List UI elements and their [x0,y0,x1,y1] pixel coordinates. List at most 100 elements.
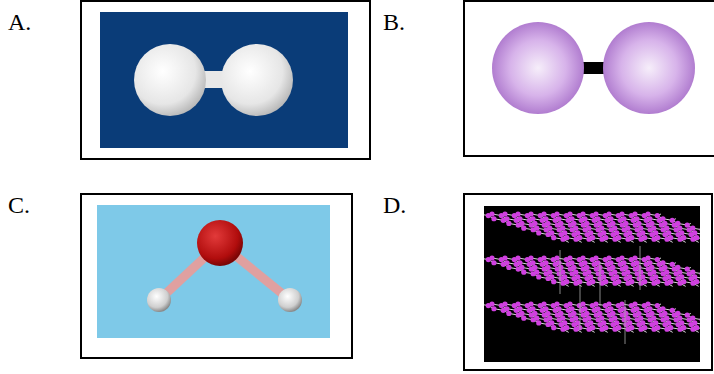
carbon-atom [558,221,563,226]
carbon-atom [593,301,598,306]
carbon-atom [651,226,656,231]
carbon-atom [551,325,556,330]
carbon-atom [534,270,539,275]
carbon-atom [653,230,658,235]
carbon-atom [556,306,561,311]
carbon-atom [595,306,600,311]
carbon-atom [536,230,541,235]
carbon-atom [700,227,701,232]
carbon-atom [668,279,673,284]
carbon-atom [541,301,546,306]
carbon-atom [634,260,639,265]
carbon-atom [651,270,656,275]
carbon-atom [543,216,548,221]
carbon-atom [601,274,606,279]
carbon-atom [577,235,582,240]
carbon-atom [640,274,645,279]
hydrogen-atom [278,288,302,312]
carbon-atom [545,311,550,316]
carbon-atom [627,274,632,279]
carbon-atom [588,230,593,235]
panel-label: D. [383,193,406,217]
carbon-atom [623,221,628,226]
panel-frame: B. [463,0,714,157]
carbon-atom [502,211,507,216]
carbon-atom [491,260,496,265]
panel-frame: C. [80,193,353,359]
carbon-atom [610,221,615,226]
carbon-atom [506,311,511,316]
carbon-atom [517,306,522,311]
carbon-atom [649,221,654,226]
carbon-atom [517,260,522,265]
carbon-atom [571,311,576,316]
interlayer-line [560,250,561,294]
carbon-atom [593,255,598,260]
panel-frame: D. [463,193,713,371]
carbon-atom [597,311,602,316]
carbon-atom [685,312,690,317]
carbon-atom [606,301,611,306]
carbon-atom [642,325,647,330]
black-ground [484,206,700,362]
carbon-atom [653,320,658,325]
carbon-atom [681,279,686,284]
lattice-bonds [484,258,700,286]
carbon-atom [614,274,619,279]
carbon-atom [582,306,587,311]
lattice-atoms [484,301,700,331]
carbon-atom [491,216,496,221]
carbon-atom [569,306,574,311]
carbon-atom [567,301,572,306]
carbon-atom [549,274,554,279]
carbon-atom [515,301,520,306]
interlayer-line [600,262,601,306]
carbon-atom [690,226,695,231]
carbon-atom [629,279,634,284]
carbon-atom [653,274,658,279]
carbon-atom [571,265,576,270]
carbon-atom [517,216,522,221]
carbon-atom [670,308,675,313]
carbon-atom [660,306,665,311]
interlayer-line [580,286,581,330]
carbon-atom [545,265,550,270]
carbon-atom [627,320,632,325]
carbon-atom [616,325,621,330]
carbon-atom [612,316,617,321]
carbon-atom [662,265,667,270]
panel-label: A. [8,10,31,34]
carbon-atom [489,301,494,306]
carbon-atom [489,255,494,260]
carbon-atom [621,306,626,311]
carbon-atom [577,279,582,284]
carbon-atom [675,311,680,316]
carbon-atom [521,270,526,275]
oxygen-atom [197,220,243,266]
carbon-atom [564,235,569,240]
carbon-atom [532,311,537,316]
carbon-atom [554,255,559,260]
carbon-atom [532,265,537,270]
carbon-atom [536,320,541,325]
carbon-atom [549,320,554,325]
carbon-atom [599,226,604,231]
carbon-atom [616,279,621,284]
carbon-atom [610,265,615,270]
carbon-atom [655,303,660,308]
carbon-atom [685,222,690,227]
carbon-atom [532,221,537,226]
carbon-atom [575,320,580,325]
carbon-atom [556,216,561,221]
carbon-atom [573,316,578,321]
carbon-atom [571,221,576,226]
carbon-atom [690,316,695,321]
carbon-atom [668,235,673,240]
carbon-atom [647,260,652,265]
carbon-atom [675,265,680,270]
carbon-atom [640,230,645,235]
carbon-atom [573,270,578,275]
carbon-atom [489,211,494,216]
